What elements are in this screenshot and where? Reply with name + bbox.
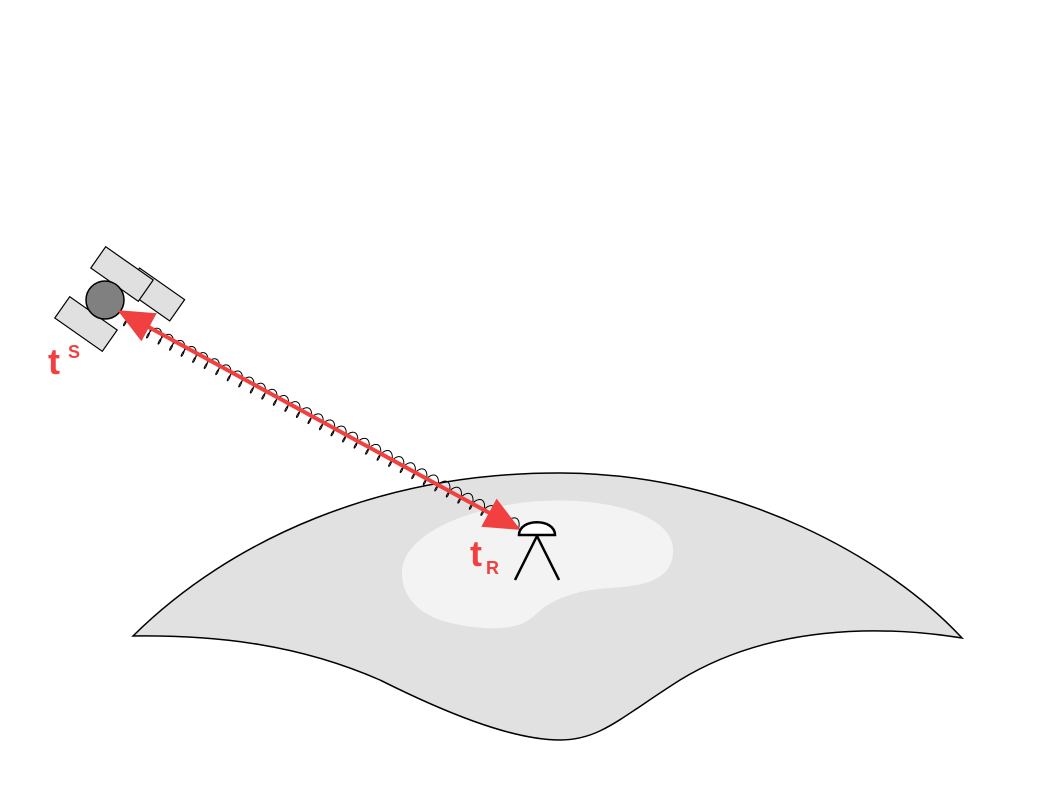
gnss-receiver-icon — [513, 521, 561, 581]
satellite-icon — [53, 245, 186, 353]
receiver-time-symbol: t — [470, 533, 482, 574]
receiver-time-subscript: R — [486, 558, 499, 578]
signal-arrow — [117, 310, 521, 530]
receiver-region — [401, 500, 674, 629]
satellite-time-superscript: S — [68, 342, 81, 362]
satellite-time-symbol: t — [48, 341, 60, 382]
